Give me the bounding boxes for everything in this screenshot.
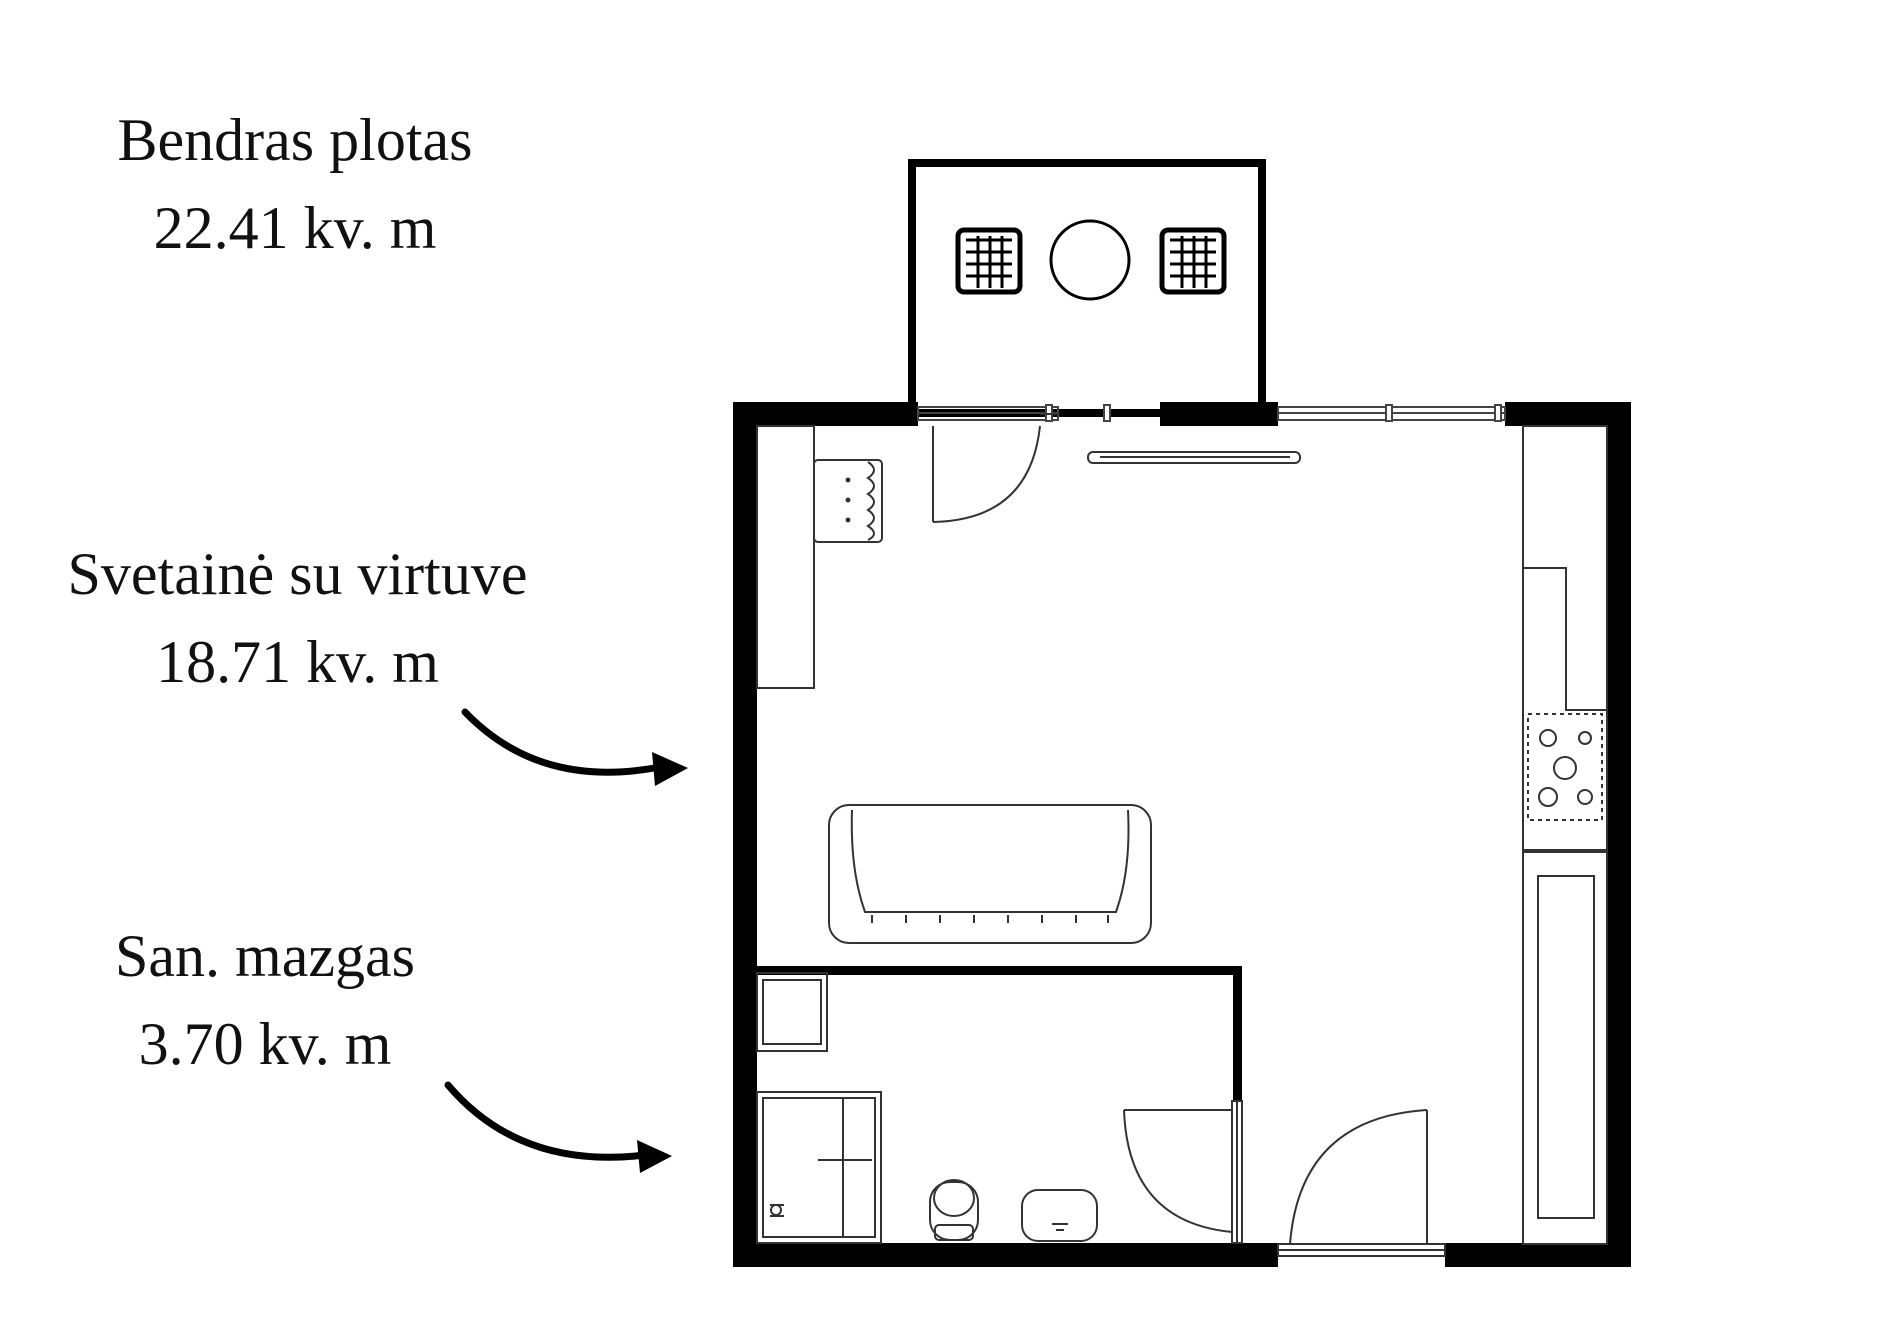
sofa-icon (828, 804, 1152, 944)
sink-icon (756, 972, 828, 1052)
arrow-icon (652, 752, 688, 786)
living-area-value: 18.71 kv. m (156, 629, 439, 695)
total-area-value: 22.41 kv. m (153, 195, 437, 261)
toilet-icon (929, 1179, 979, 1241)
living-area-label: Svetainė su virtuve 18.71 kv. m (25, 530, 570, 706)
arrow-icon (637, 1140, 672, 1173)
stove-icon (1527, 713, 1603, 821)
kitchen-counter (1522, 425, 1608, 1245)
living-area-name: Svetainė su virtuve (67, 541, 528, 607)
total-area-name: Bendras plotas (117, 107, 473, 173)
shower-icon (756, 1091, 882, 1244)
arrow-icon (461, 708, 664, 776)
outer-walls (733, 402, 1631, 1267)
sink-icon (1021, 1189, 1098, 1242)
door-icon (932, 413, 1058, 523)
tv-icon (1087, 451, 1301, 464)
chair-icon (955, 227, 1023, 295)
bathroom-walls (757, 966, 1242, 1101)
table-icon (1049, 219, 1131, 301)
door-icon (1277, 1109, 1446, 1257)
bed-icon (756, 425, 883, 689)
bathroom-area-label: San. mazgas 3.70 kv. m (35, 912, 495, 1088)
chair-icon (1159, 227, 1227, 295)
total-area-label: Bendras plotas 22.41 kv. m (45, 96, 545, 272)
door-icon (1123, 1100, 1243, 1244)
bathroom-area-name: San. mazgas (115, 923, 415, 989)
bathroom-area-value: 3.70 kv. m (138, 1011, 392, 1077)
balcony (908, 159, 1266, 417)
arrow-icon (444, 1081, 649, 1161)
